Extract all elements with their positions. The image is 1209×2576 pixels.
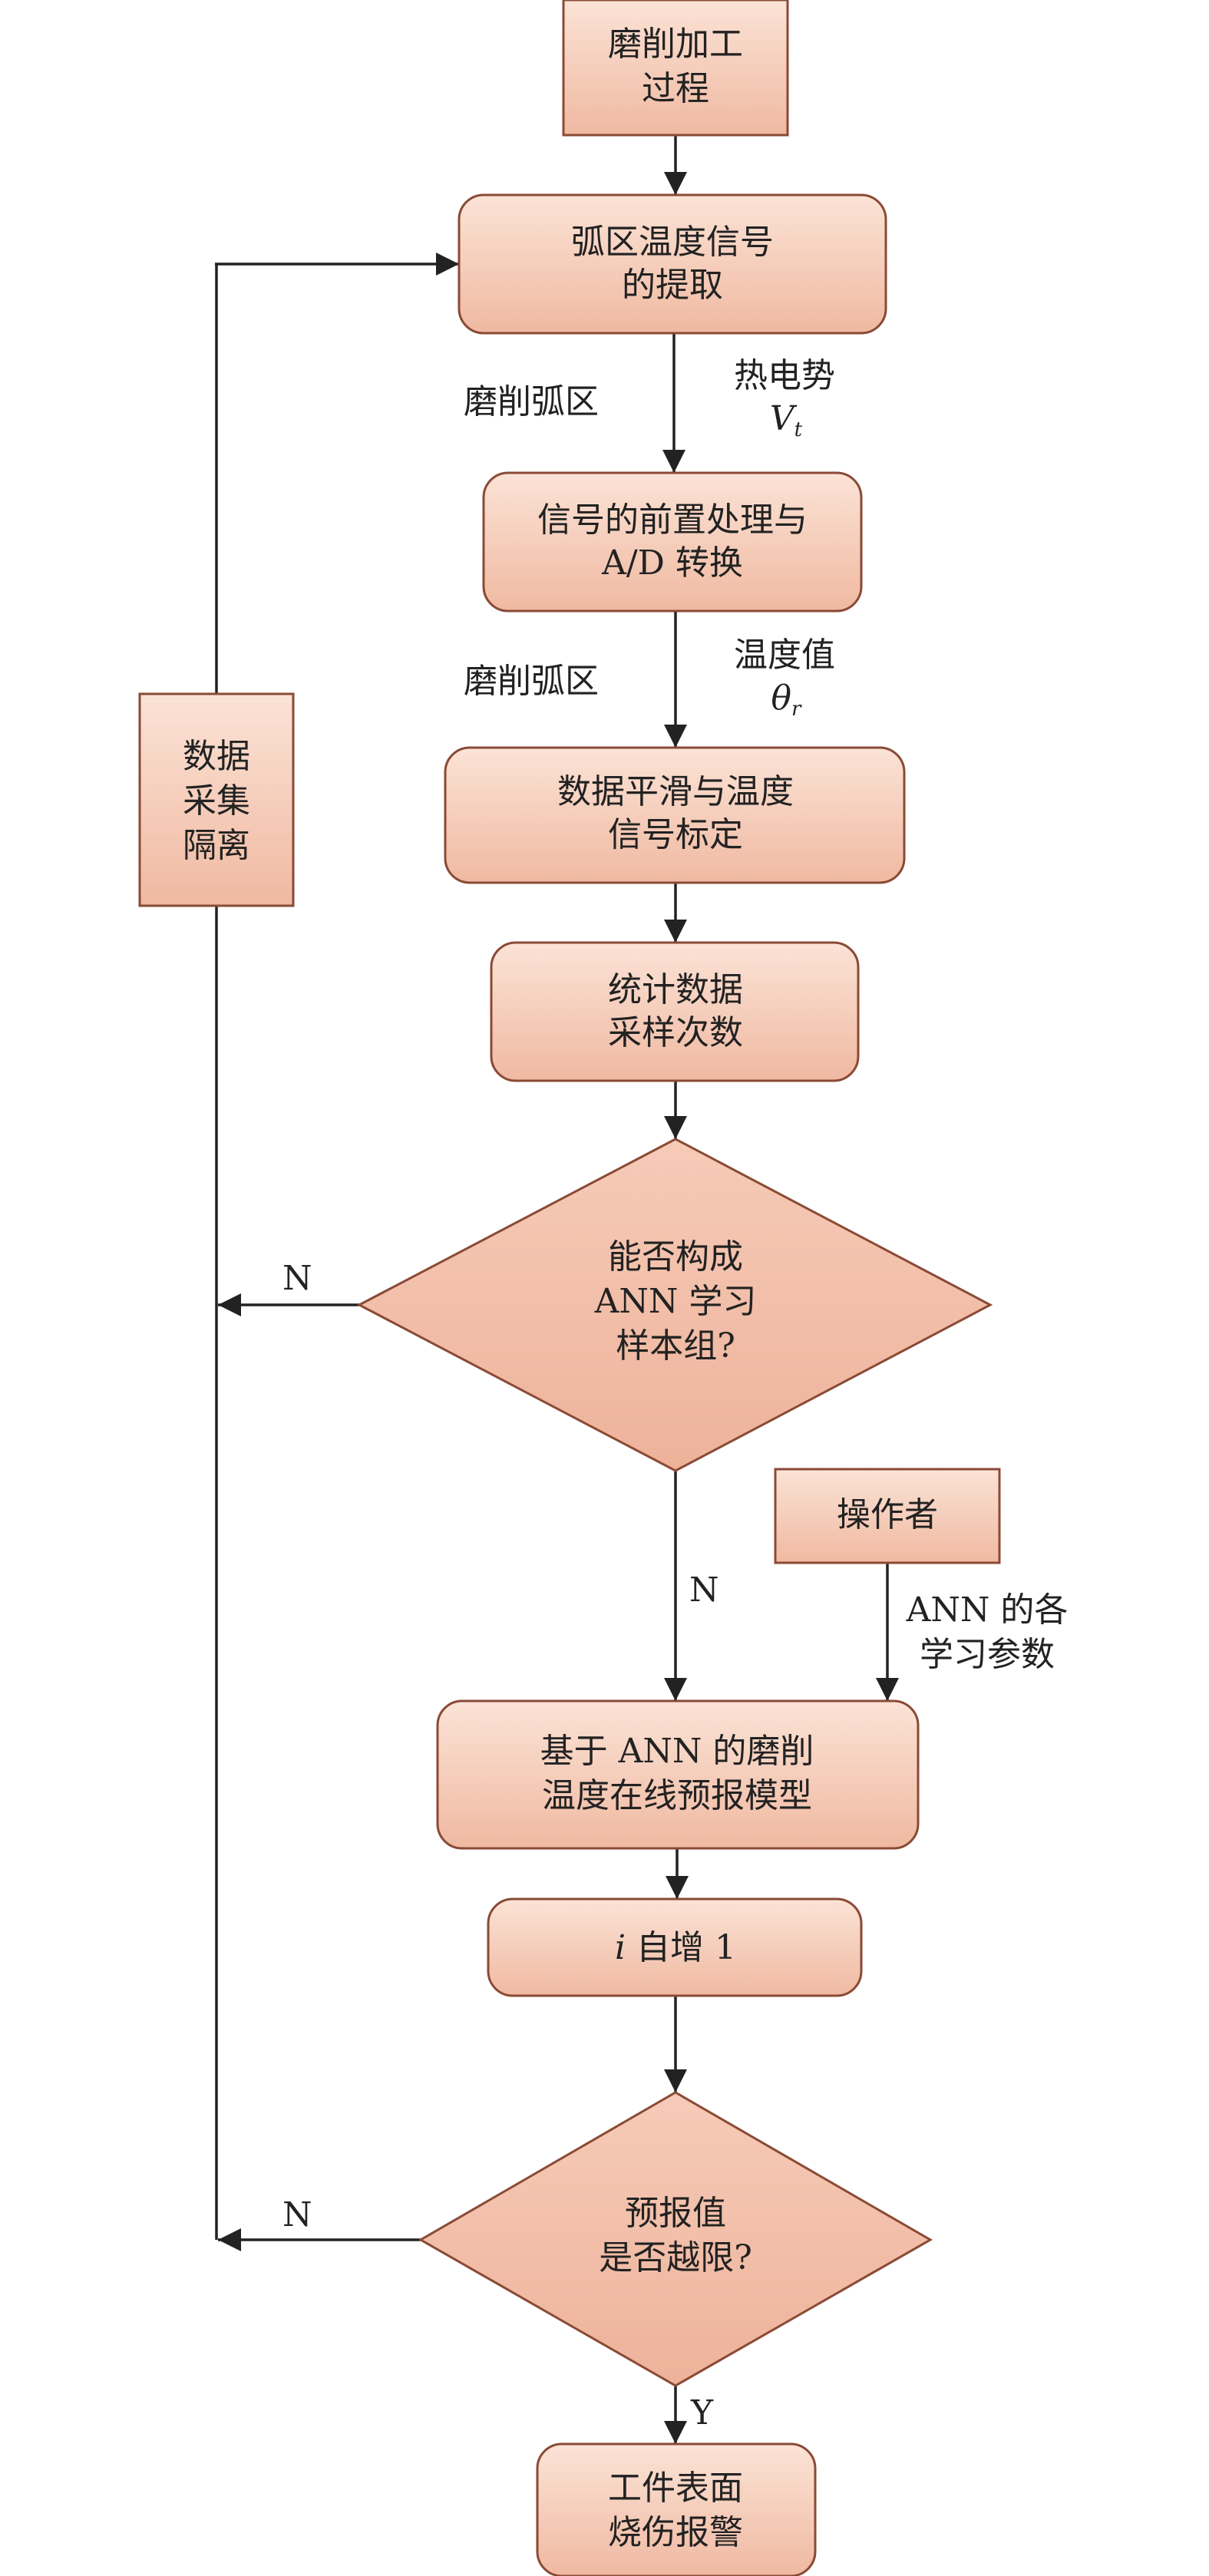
node-label: 基于 ANN 的磨削 (540, 1732, 814, 1771)
emf-symbol-base: V (770, 399, 798, 438)
node-statistics: 统计数据 采样次数 (490, 941, 860, 1082)
node-increment: i 自增 1 (487, 1897, 863, 1997)
label-grinding-zone-1: 磨削弧区 (464, 382, 599, 421)
node-label: 磨削加工 (608, 25, 743, 64)
label-yes: Y (690, 2393, 714, 2432)
node-label: 统计数据 (608, 970, 743, 1009)
edge-labels: 磨削弧区 热电势 Vt 磨削弧区 温度值 θr N N ANN 的各 学习参数 … (282, 356, 1068, 2432)
node-label: A/D 转换 (601, 543, 743, 583)
node-grinding-process: 磨削加工 过程 (562, 0, 789, 137)
node-smoothing: 数据平滑与温度 信号标定 (444, 746, 906, 884)
node-label: 预报值 (625, 2194, 726, 2233)
node-label: 数据平滑与温度 (557, 772, 794, 811)
increment-text: 自增 1 (626, 1928, 736, 1967)
label-no-2: N (282, 2195, 312, 2234)
node-preprocess: 信号的前置处理与 A/D 转换 (482, 471, 863, 613)
node-label: 信号的前置处理与 (537, 500, 808, 540)
decision-limit: 预报值 是否越限? (418, 2091, 933, 2387)
node-label: 是否越限? (599, 2238, 752, 2277)
label-no-1: N (282, 1259, 312, 1298)
node-label: 烧伤报警 (608, 2513, 743, 2552)
node-label: 弧区温度信号 (571, 223, 774, 262)
node-ann-model: 基于 ANN 的磨削 温度在线预报模型 (436, 1699, 920, 1850)
loop-variable: i (615, 1928, 626, 1967)
node-label: 的提取 (622, 266, 723, 305)
node-label: 操作者 (837, 1495, 938, 1534)
edges (215, 135, 899, 2444)
label-temp-symbol: θr (771, 679, 803, 721)
node-label: 采集 (183, 781, 250, 821)
label-emf-symbol: Vt (770, 399, 803, 441)
node-label: 过程 (642, 69, 709, 108)
node-label: ANN 学习 (594, 1282, 757, 1321)
node-label: i 自增 1 (615, 1928, 736, 1967)
node-label: 温度在线预报模型 (542, 1776, 812, 1815)
node-operator: 操作者 (774, 1468, 1001, 1564)
node-burn-alarm: 工件表面 烧伤报警 (536, 2442, 817, 2576)
label-ann-params: 学习参数 (920, 1635, 1055, 1674)
label-grinding-zone-2: 磨削弧区 (464, 662, 599, 701)
node-label: 样本组? (616, 1326, 735, 1366)
decision-ann-sample: 能否构成 ANN 学习 样本组? (356, 1138, 993, 1472)
node-label: 工件表面 (608, 2469, 743, 2508)
emf-symbol-sub: t (794, 418, 803, 441)
label-temperature-value: 温度值 (734, 636, 835, 675)
label-no-down: N (689, 1570, 719, 1610)
temp-symbol-sub: r (791, 698, 802, 721)
node-label: 能否构成 (608, 1237, 743, 1276)
node-label: 隔离 (183, 826, 250, 865)
node-signal-extraction: 弧区温度信号 的提取 (458, 193, 887, 335)
node-label: 数据 (183, 737, 250, 776)
label-ann-params: ANN 的各 (906, 1590, 1069, 1630)
temp-symbol-base: θ (771, 679, 792, 718)
node-label: 信号标定 (608, 815, 743, 854)
node-label: 采样次数 (608, 1013, 743, 1052)
label-thermo-emf: 热电势 (734, 356, 835, 395)
node-data-isolation: 数据 采集 隔离 (138, 692, 295, 907)
